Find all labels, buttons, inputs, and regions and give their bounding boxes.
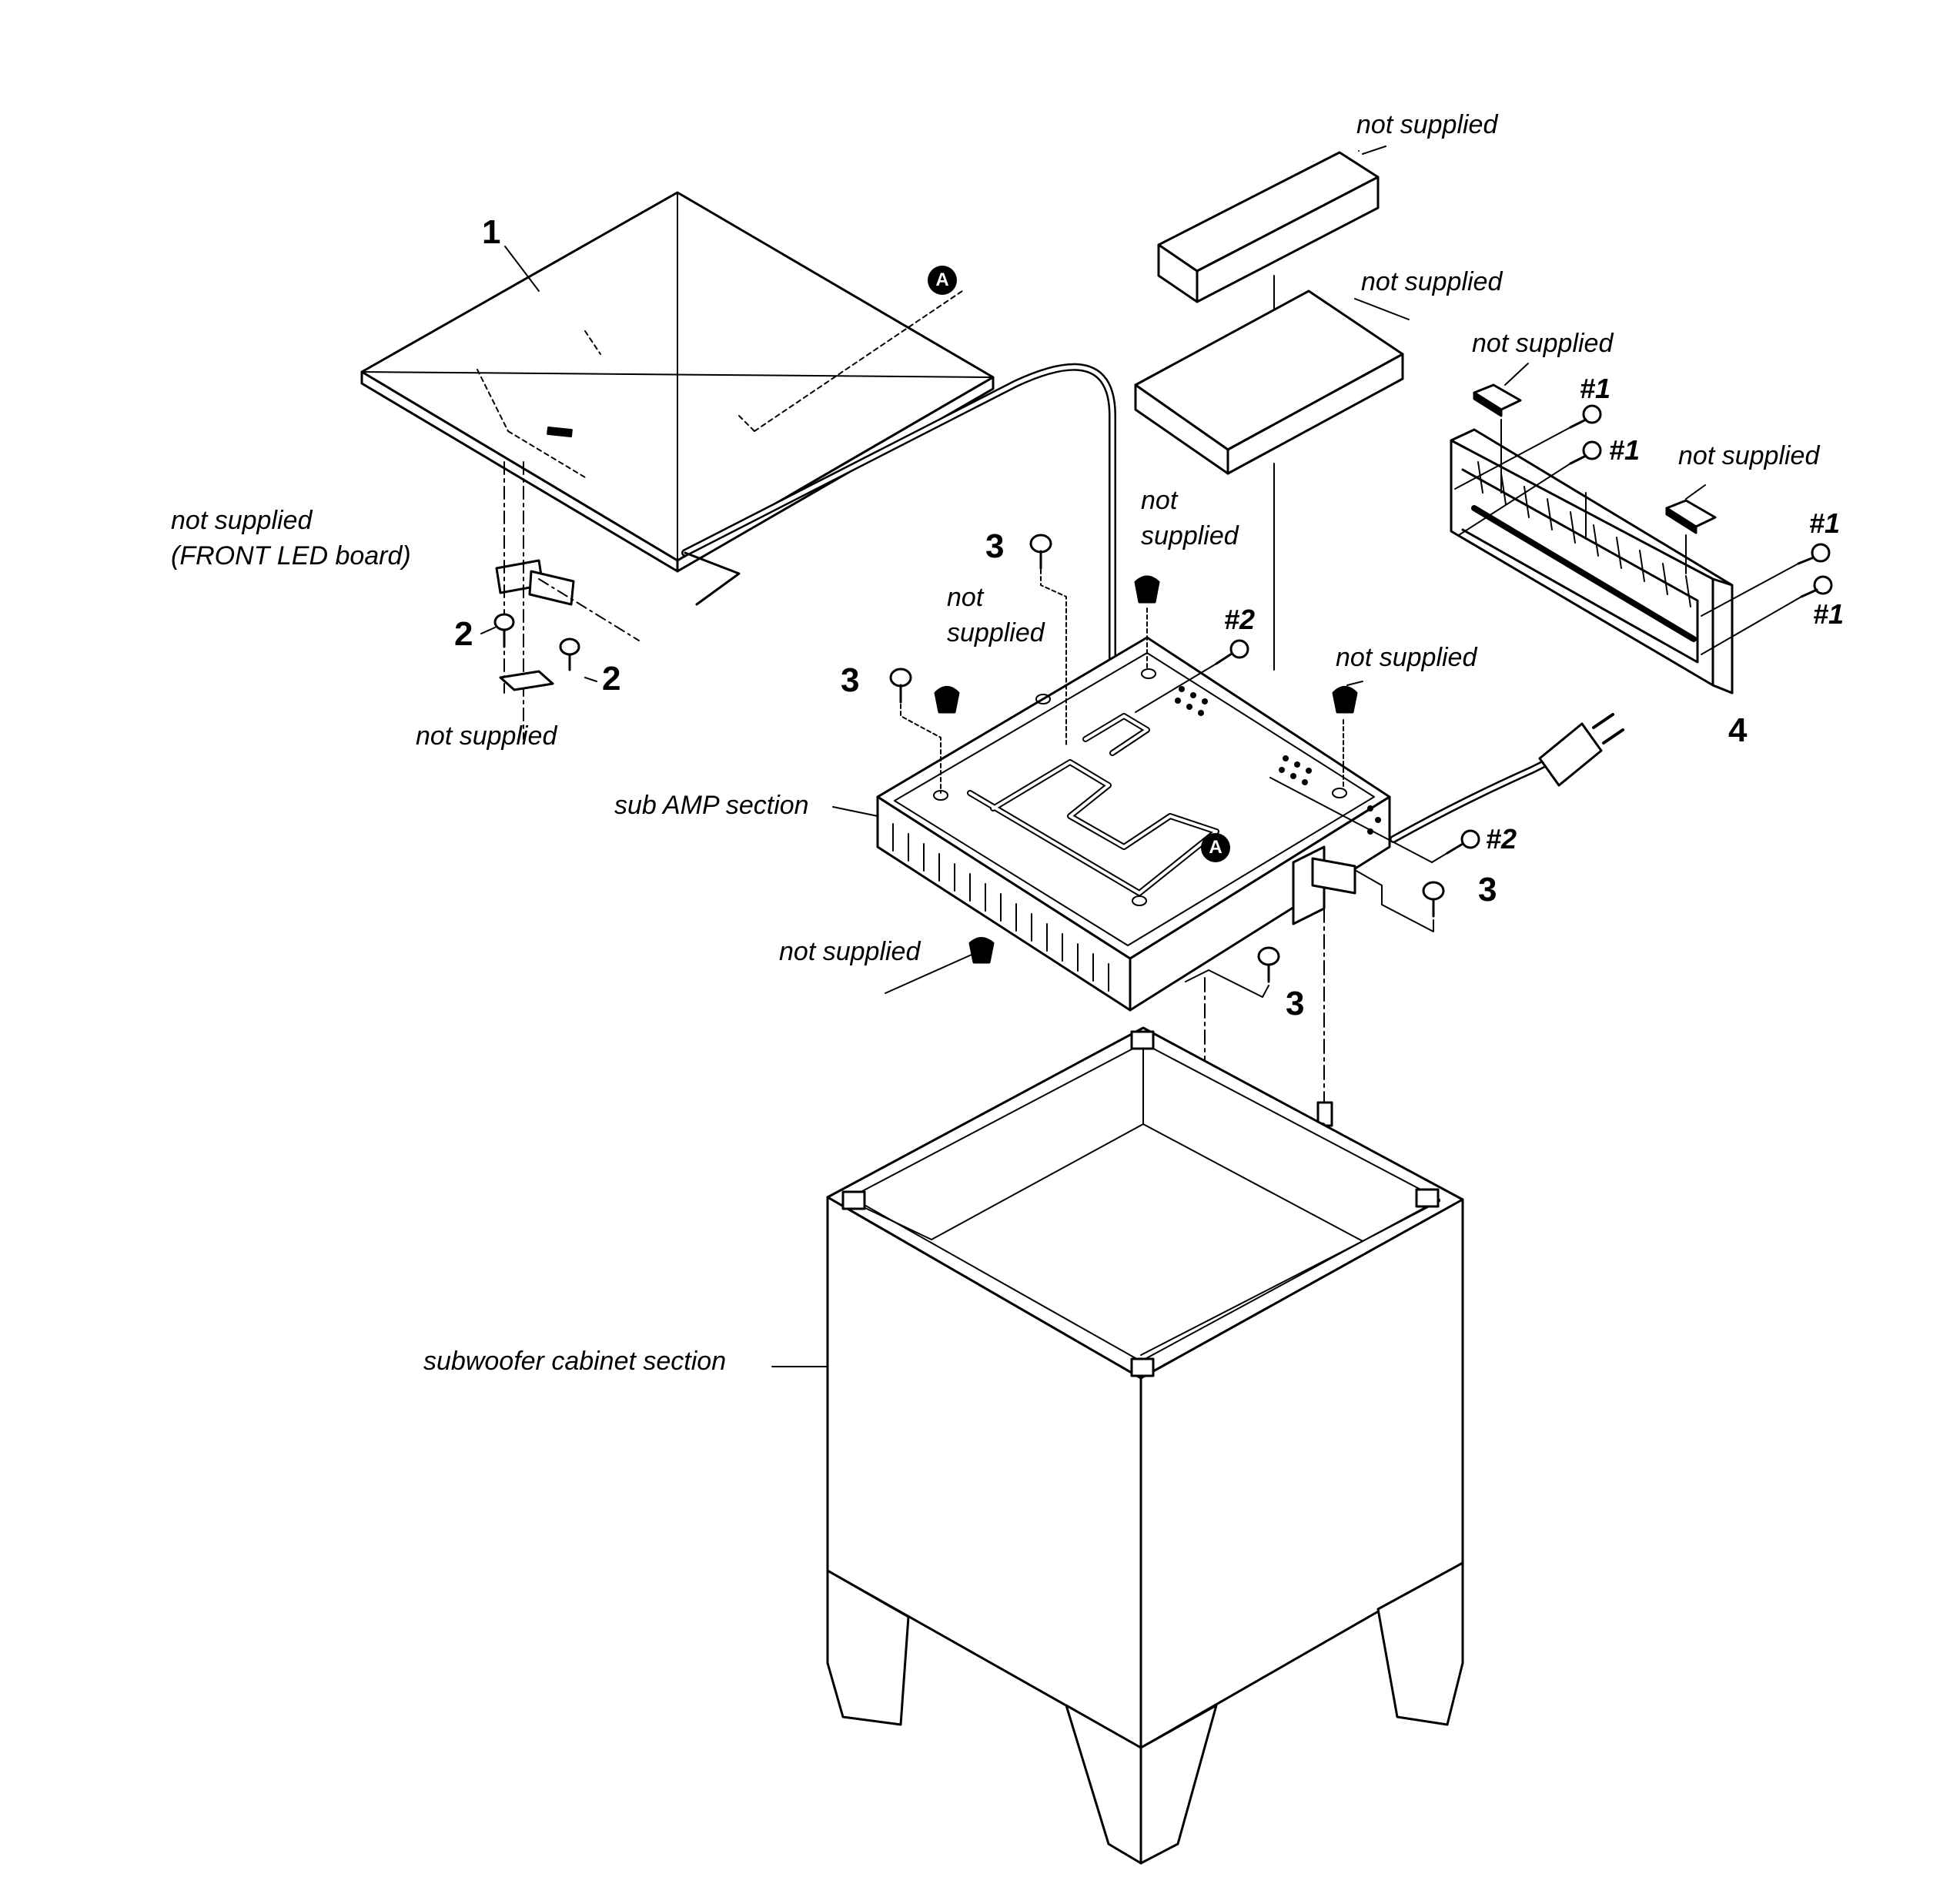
label-not-supplied-led-board: not supplied (171, 506, 313, 535)
label-not-supplied-foot-bottom: not supplied (779, 937, 921, 966)
screw-part-3-bottom (1185, 946, 1280, 998)
ref-2-right: #2 (1486, 823, 1517, 855)
label-front-led-board: (FRONT LED board) (171, 541, 411, 571)
callout-part-2-right: 2 (602, 660, 621, 698)
callout-part-3-top: 3 (985, 527, 1005, 565)
label-not-supplied-foot-right: not supplied (1336, 643, 1477, 672)
screw-part-3-right (1354, 869, 1445, 932)
top-panel-part-1 (360, 191, 995, 573)
foot-not-supplied-top (1134, 575, 1160, 671)
ref-1-b: #1 (1609, 434, 1641, 466)
marker-a-amp: A (1201, 833, 1230, 862)
front-led-board (495, 461, 640, 740)
ref-2-top: #2 (1224, 604, 1256, 635)
screw-part-3-top (1029, 534, 1067, 748)
label-not-supplied-top-box: not supplied (1356, 110, 1498, 139)
screw-ref-1-d (1701, 575, 1833, 655)
ref-1-a: #1 (1580, 373, 1611, 404)
callout-part-3-bottom: 3 (1286, 985, 1305, 1022)
packing-block-lower (1134, 289, 1404, 475)
label-not-foot-left: not (947, 583, 984, 612)
subwoofer-cabinet (826, 1026, 1464, 1865)
screw-part-3-left (889, 668, 942, 794)
callout-part-3-left: 3 (841, 661, 860, 699)
sub-amp-chassis (876, 636, 1391, 1012)
label-not-supplied-frame-tab-left: not supplied (1472, 329, 1614, 358)
leader-lines (504, 146, 1706, 1367)
frame-tab-right (1665, 499, 1717, 574)
label-not-supplied-led-plate: not supplied (416, 721, 557, 751)
label-sub-amp-section: sub AMP section (614, 791, 809, 820)
led-cable (681, 363, 1116, 689)
foot-not-supplied-right (1332, 686, 1358, 790)
label-subwoofer-cabinet-section: subwoofer cabinet section (423, 1347, 727, 1376)
callout-part-1: 1 (482, 213, 501, 251)
callout-part-4: 4 (1728, 711, 1748, 749)
screw-part-2-right (559, 637, 580, 671)
label-not-foot-top: not (1141, 486, 1178, 515)
ref-1-c: #1 (1809, 507, 1841, 539)
callout-part-3-right: 3 (1478, 871, 1497, 909)
label-not-supplied-lower-box: not supplied (1361, 267, 1503, 296)
packing-block-upper (1157, 151, 1380, 303)
label-not-supplied-frame-tab-right: not supplied (1678, 441, 1820, 470)
screw-ref-2-top (1135, 639, 1249, 713)
callout-part-2-left: 2 (454, 615, 473, 653)
foot-not-supplied-left (934, 686, 960, 714)
label-supplied-foot-top: supplied (1141, 521, 1239, 550)
screw-ref-2-right (1269, 777, 1480, 863)
screw-ref-1-c (1701, 543, 1831, 617)
label-supplied-foot-left: supplied (947, 618, 1045, 648)
power-cord (1390, 713, 1624, 843)
ref-1-d: #1 (1813, 598, 1845, 630)
screw-ref-1-a (1454, 404, 1602, 490)
frame-tab-left (1473, 383, 1522, 494)
screw-part-2-left (493, 613, 515, 648)
foot-not-supplied-bottom (885, 937, 995, 994)
marker-a-top: A (928, 266, 957, 295)
screw-ref-1-b (1458, 440, 1602, 536)
